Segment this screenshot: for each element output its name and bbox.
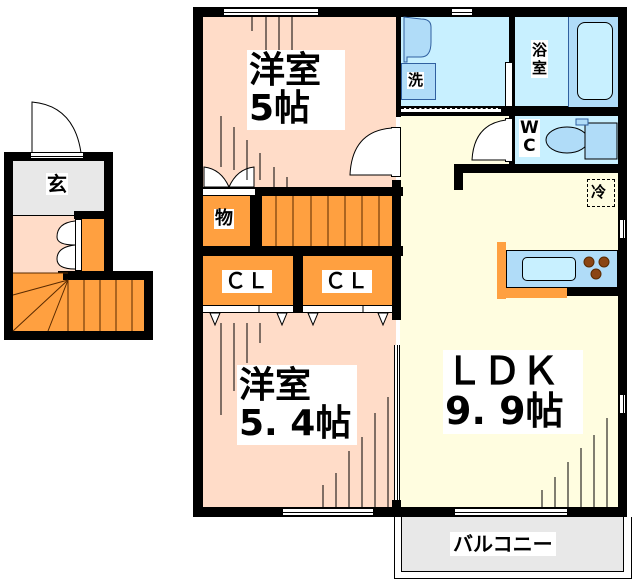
western-room-1-label: 洋室 5帖 bbox=[247, 50, 345, 130]
hall-closet bbox=[82, 219, 104, 271]
wall bbox=[454, 164, 463, 190]
wall-bottom bbox=[193, 507, 627, 517]
wall-top bbox=[193, 7, 627, 17]
western-room-2-name: 洋室 bbox=[239, 365, 312, 406]
western-room-2-label: 洋室 5. 4帖 bbox=[237, 365, 357, 445]
ldk-balcony-window bbox=[455, 508, 567, 516]
ldk-floor[interactable] bbox=[400, 112, 618, 507]
toilet-door-swing-icon bbox=[471, 119, 507, 161]
closet-door-swing-icon bbox=[56, 220, 76, 270]
bathroom-label: 浴 室 bbox=[531, 40, 549, 78]
wall bbox=[400, 106, 627, 116]
fridge-label: 冷 bbox=[591, 183, 607, 201]
wall bbox=[567, 288, 627, 296]
toilet-label-line2: C bbox=[523, 135, 536, 156]
closet-2-label: ＣＬ bbox=[322, 270, 372, 293]
closet-2-doors[interactable] bbox=[303, 305, 396, 313]
washbasin-icon bbox=[403, 16, 432, 63]
wall-left bbox=[193, 7, 203, 517]
toilet-label-line1: W bbox=[520, 118, 539, 138]
kitchen-sink bbox=[522, 257, 576, 281]
staircase-icon bbox=[12, 272, 133, 332]
wall bbox=[193, 187, 403, 196]
bathtub-basin bbox=[577, 22, 613, 100]
wall-right bbox=[618, 7, 627, 517]
wall bbox=[104, 152, 113, 272]
ldk-name: ＬＤＫ bbox=[445, 349, 560, 393]
closet-1-label: ＣＬ bbox=[222, 270, 272, 293]
storage-door-swing-icon bbox=[203, 166, 255, 189]
stove-burners-icon bbox=[583, 256, 610, 280]
staircase-landing bbox=[13, 273, 63, 281]
bathroom-door[interactable] bbox=[505, 62, 513, 107]
toilet-label: W C bbox=[519, 119, 540, 157]
western-room-1-name: 洋室 bbox=[249, 50, 322, 91]
wall bbox=[250, 187, 262, 246]
room-1-door-swing-icon bbox=[349, 127, 393, 176]
ldk-side-window bbox=[619, 395, 626, 413]
storage-door-frame bbox=[203, 188, 255, 195]
hall-closet-door[interactable] bbox=[75, 219, 82, 271]
washroom-sliding-door[interactable] bbox=[401, 108, 501, 113]
western-room-1-size: 5帖 bbox=[249, 87, 311, 129]
interior-sliding-door[interactable] bbox=[394, 345, 400, 510]
ldk-hatching-icon bbox=[541, 418, 608, 507]
kitchen-window bbox=[619, 220, 626, 238]
wall bbox=[392, 180, 401, 320]
counter-edge bbox=[497, 288, 567, 298]
wall bbox=[58, 271, 153, 280]
wall bbox=[144, 271, 153, 340]
wall bbox=[293, 246, 303, 313]
room-2-window bbox=[283, 508, 373, 516]
ldk-size: 9. 9帖 bbox=[445, 388, 564, 433]
wall bbox=[4, 152, 13, 340]
washroom-window bbox=[452, 8, 472, 16]
storage-label: 物 bbox=[214, 208, 234, 229]
western-room-2-size: 5. 4帖 bbox=[239, 402, 352, 444]
wall bbox=[74, 211, 104, 219]
ldk-label: ＬＤＫ 9. 9帖 bbox=[443, 350, 583, 434]
wall bbox=[454, 164, 627, 173]
room-1-window bbox=[224, 8, 318, 16]
interior-staircase[interactable] bbox=[262, 196, 396, 246]
counter-edge bbox=[497, 242, 506, 299]
interior-staircase-icon bbox=[275, 196, 380, 246]
room-1-hatching-icon bbox=[220, 17, 293, 187]
bathroom-label-line2: 室 bbox=[532, 59, 548, 77]
closet-door-markers-icon bbox=[209, 305, 389, 327]
staircase-lower[interactable] bbox=[13, 280, 144, 331]
wall bbox=[392, 500, 401, 510]
washing-machine-label: 洗 bbox=[407, 71, 425, 89]
wall bbox=[4, 331, 153, 340]
bathroom-label-line1: 浴 bbox=[532, 41, 548, 59]
room-2-hatching-icon bbox=[220, 323, 389, 507]
balcony-label: バルコニー bbox=[450, 532, 556, 556]
closet-1-doors[interactable] bbox=[203, 305, 293, 313]
wall bbox=[396, 7, 401, 117]
entrance-door-icon bbox=[31, 101, 83, 163]
toilet-icon bbox=[545, 118, 618, 160]
entrance-door-frame bbox=[31, 152, 83, 159]
entrance-label: 玄 bbox=[46, 172, 68, 196]
